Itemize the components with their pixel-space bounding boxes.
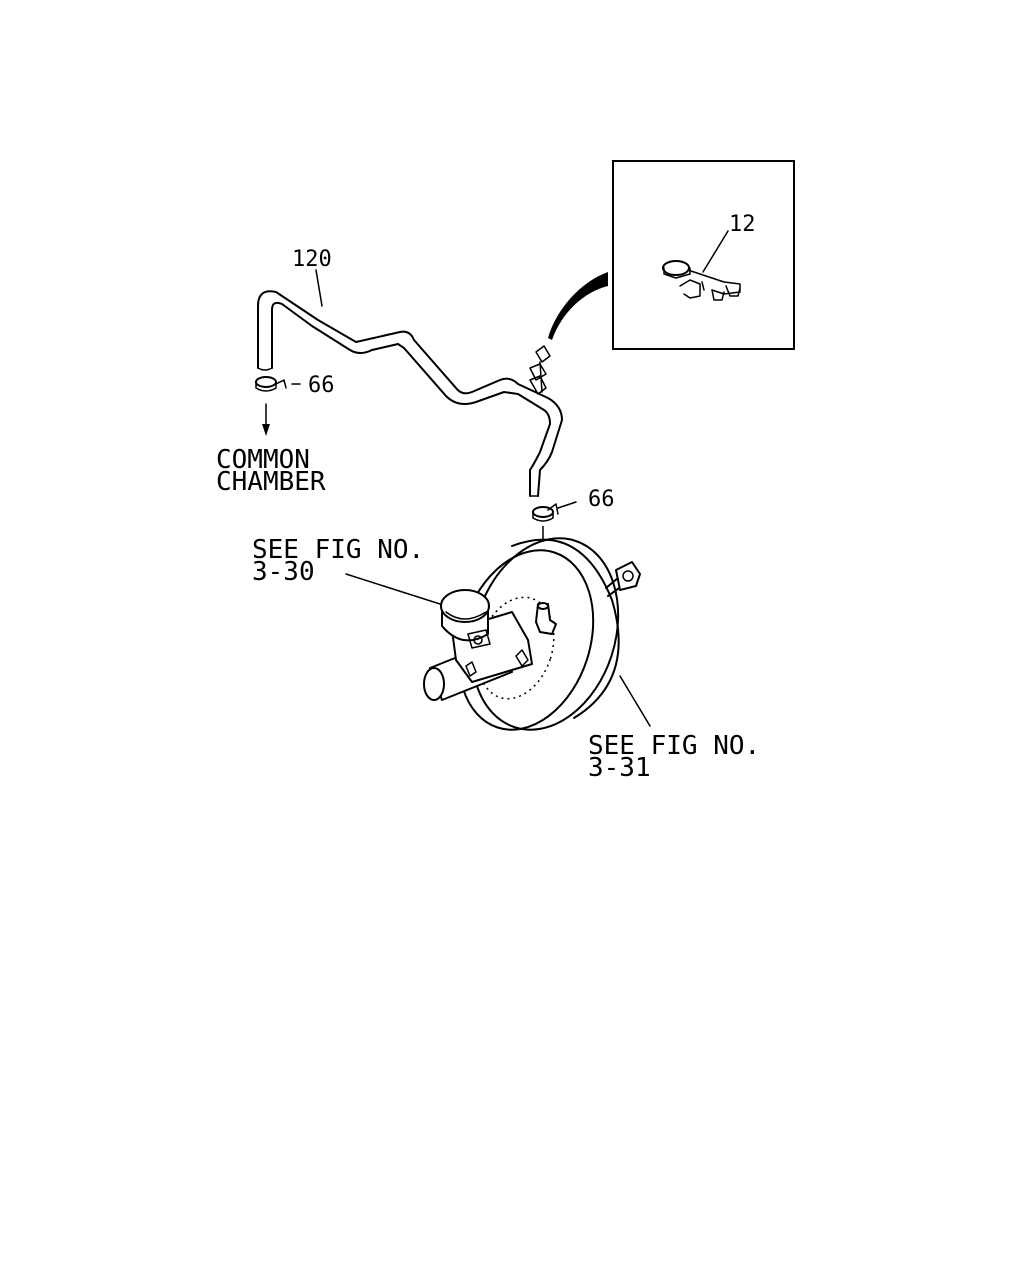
brake-booster xyxy=(457,537,641,731)
leader-see-fig-3-31 xyxy=(619,675,651,727)
part-number-66-top: 66 xyxy=(308,373,335,398)
inset-frame xyxy=(612,160,795,350)
hose-clip-on-hose xyxy=(529,345,551,395)
see-fig-3-30-line1: SEE FIG NO. xyxy=(252,535,424,565)
clamp-66-top xyxy=(255,376,287,392)
master-cylinder xyxy=(423,589,533,701)
part-number-120: 120 xyxy=(292,247,332,272)
see-fig-3-31-line1: SEE FIG NO. xyxy=(588,731,760,761)
arrow-to-common-chamber xyxy=(262,403,270,436)
see-fig-3-31-line2: 3-31 xyxy=(588,753,651,783)
vacuum-hose-120 xyxy=(257,290,563,497)
common-chamber-label-line1: COMMON xyxy=(216,445,310,475)
part-number-12: 12 xyxy=(729,212,756,237)
leader-66-bottom xyxy=(557,501,577,509)
leader-12 xyxy=(702,230,729,273)
clip-12-drawing xyxy=(662,260,741,301)
part-number-66-bottom: 66 xyxy=(588,487,615,512)
see-fig-3-30-line2: 3-30 xyxy=(252,557,315,587)
leader-see-fig-3-30 xyxy=(345,573,441,605)
leader-120 xyxy=(315,269,323,307)
common-chamber-label-line2: CHAMBER xyxy=(216,467,326,497)
detail-pointer xyxy=(548,272,608,340)
detail-inset: 12 xyxy=(612,160,795,350)
clamp-66-bottom xyxy=(532,503,559,522)
